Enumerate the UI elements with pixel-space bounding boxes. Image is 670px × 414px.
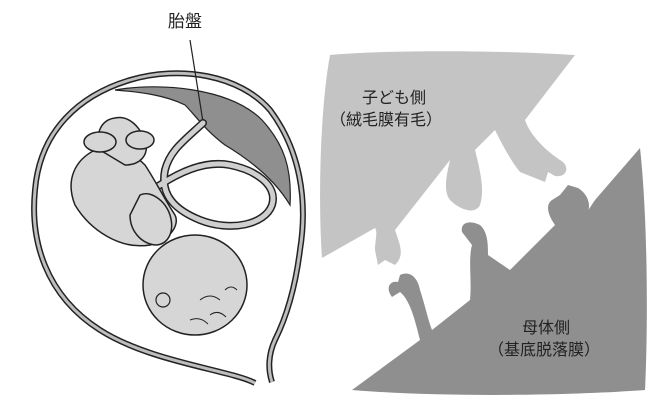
child-side-region: [320, 51, 575, 265]
placenta-icon: [114, 86, 291, 207]
mother-side-title: 母体側: [522, 318, 571, 337]
placenta-pointer-line: [189, 39, 204, 123]
fetus-icon: [70, 116, 248, 336]
child-side-title: 子ども側: [362, 88, 427, 107]
placenta-label: 胎盤: [168, 12, 202, 32]
mother-side-region: [352, 148, 647, 395]
child-side-subtitle: （絨毛膜有毛）: [330, 110, 443, 129]
mother-side-subtitle: （基底脱落膜）: [488, 340, 601, 359]
